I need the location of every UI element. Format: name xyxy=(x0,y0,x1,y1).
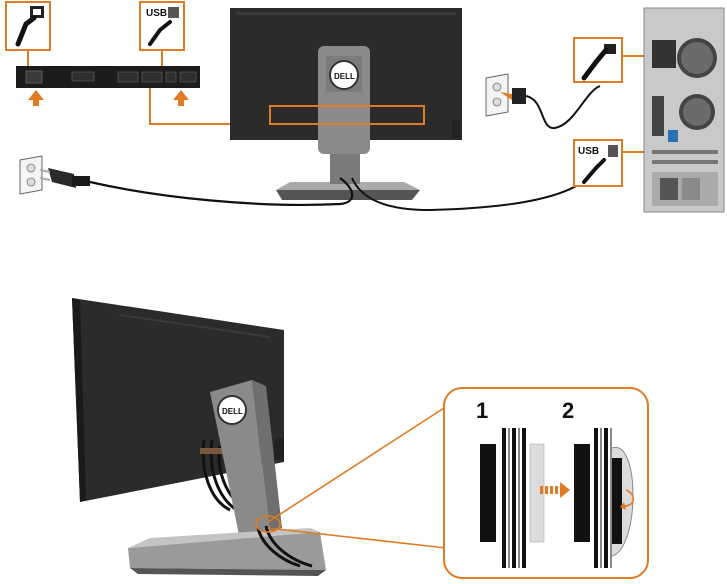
usb-connector-callout: USB xyxy=(140,2,184,66)
cable-clip-callout: 1 2 xyxy=(444,388,648,578)
step-number: 2 xyxy=(562,398,574,423)
wall-outlet-left xyxy=(20,156,42,194)
callout-leader-line xyxy=(268,408,444,522)
pc-usb-label: USB xyxy=(578,146,599,157)
step-number: 1 xyxy=(476,398,488,423)
usb-label: USB xyxy=(146,8,167,19)
power-connector-callout xyxy=(6,2,50,66)
pc-tower-rear xyxy=(644,8,724,212)
monitor-port-panel xyxy=(16,66,200,88)
pc-power-cable xyxy=(526,86,600,128)
brand-label-bottom: DELL xyxy=(222,407,243,416)
monitor-rear-top: DELL xyxy=(230,8,462,200)
wall-outlet-right xyxy=(486,74,526,116)
brand-label: DELL xyxy=(334,72,355,81)
pc-power-callout xyxy=(574,38,650,82)
monitor-rear-bottom: DELL xyxy=(72,298,326,576)
up-arrow-icon xyxy=(28,90,44,106)
pc-usb-callout: USB xyxy=(574,140,652,186)
power-plug-left xyxy=(40,168,90,188)
up-arrow-icon xyxy=(173,90,189,106)
